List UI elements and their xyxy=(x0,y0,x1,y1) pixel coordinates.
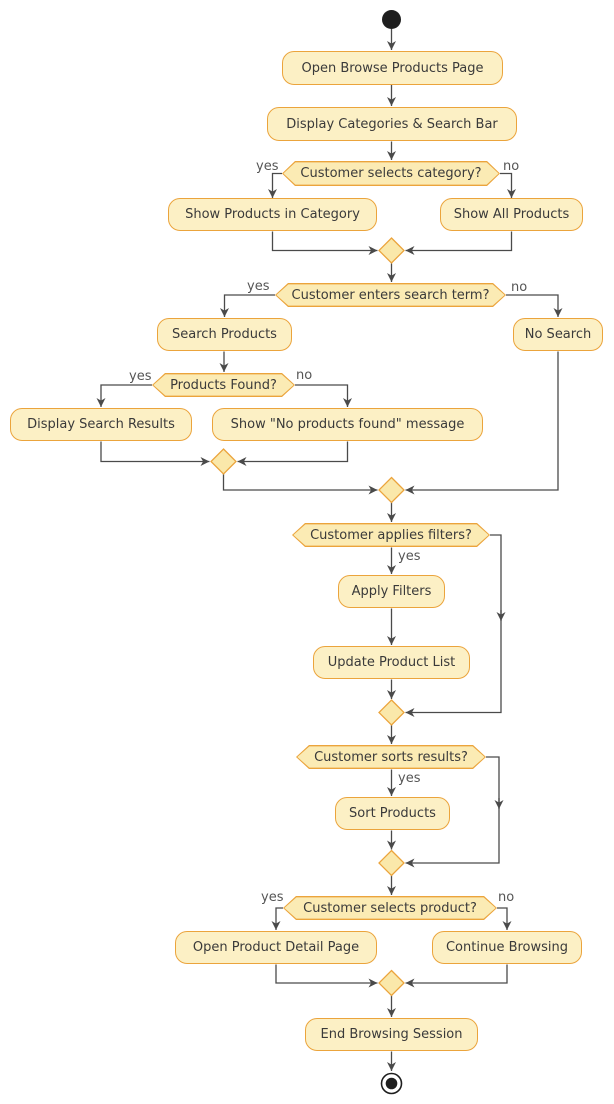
action-update-product-list: Update Product List xyxy=(313,646,470,679)
edge-category-yes xyxy=(268,172,282,198)
edge-nomessage-to-merge2 xyxy=(237,441,349,466)
action-show-products-in-category: Show Products in Category xyxy=(168,198,377,231)
decision-label: Products Found? xyxy=(170,377,277,393)
action-show-no-products-message: Show "No products found" message xyxy=(212,408,483,441)
decision-products-found: Products Found? xyxy=(152,373,295,397)
action-show-all-products: Show All Products xyxy=(440,198,583,231)
decision-label: Customer enters search term? xyxy=(291,287,490,303)
action-label: Display Search Results xyxy=(27,417,175,432)
decision-sorts-results: Customer sorts results? xyxy=(296,745,486,769)
merge-product-diamond xyxy=(378,969,405,997)
action-label: Search Products xyxy=(172,327,277,342)
action-display-search-results: Display Search Results xyxy=(10,408,192,441)
edge-found-yes xyxy=(96,384,152,407)
decision-label: Customer applies filters? xyxy=(310,527,472,543)
action-search-products: Search Products xyxy=(157,318,292,351)
edge-continue-to-merge6 xyxy=(405,964,508,988)
merge-found-diamond xyxy=(210,448,237,475)
action-label: Open Browse Products Page xyxy=(301,60,484,76)
merge-sorts-diamond xyxy=(378,849,405,877)
action-end-browsing-session: End Browsing Session xyxy=(305,1018,478,1051)
action-display-categories: Display Categories & Search Bar xyxy=(267,107,517,141)
action-continue-browsing: Continue Browsing xyxy=(432,931,582,964)
action-apply-filters: Apply Filters xyxy=(338,575,445,608)
action-label: Sort Products xyxy=(349,806,436,821)
edge-nosearch-to-merge3 xyxy=(405,351,559,495)
merge-search-diamond xyxy=(378,476,405,504)
start-node xyxy=(382,10,401,29)
branch-label-found-yes: yes xyxy=(129,369,152,384)
edge-results-to-merge2 xyxy=(100,441,210,466)
branch-label-found-no: no xyxy=(296,368,313,383)
decision-label: Customer sorts results? xyxy=(314,749,468,765)
action-label: Update Product List xyxy=(327,655,456,670)
edge-found-no xyxy=(295,384,352,407)
edge-showall-to-merge1 xyxy=(405,231,513,255)
action-sort-products: Sort Products xyxy=(335,797,450,830)
merge-category-diamond xyxy=(378,237,405,264)
decision-label: Customer selects category? xyxy=(300,166,482,181)
branch-label-category-no: no xyxy=(503,159,520,174)
action-label: No Search xyxy=(524,327,592,342)
edge-search-yes xyxy=(220,294,275,317)
edge-merge2-to-merge3 xyxy=(222,474,378,495)
action-label: Display Categories & Search Bar xyxy=(286,116,498,132)
branch-label-category-yes: yes xyxy=(256,159,279,174)
action-label: Show "No products found" message xyxy=(230,417,465,432)
action-no-search: No Search xyxy=(513,318,603,351)
action-label: Apply Filters xyxy=(351,584,432,599)
edge-product-yes xyxy=(271,907,283,930)
decision-enters-search-term: Customer enters search term? xyxy=(275,283,506,307)
branch-label-product-yes: yes xyxy=(261,890,284,905)
edge-sorts-no-bypass xyxy=(405,756,500,868)
decision-selects-category: Customer selects category? xyxy=(282,161,500,186)
branch-label-product-no: no xyxy=(498,890,515,905)
edge-search-no xyxy=(506,294,563,317)
edge-detail-to-merge6 xyxy=(275,964,378,988)
action-label: Show All Products xyxy=(453,207,570,222)
action-label: Continue Browsing xyxy=(445,940,569,955)
action-label: End Browsing Session xyxy=(320,1027,463,1042)
decision-label: Customer selects product? xyxy=(303,900,477,916)
action-open-product-detail-page: Open Product Detail Page xyxy=(175,931,377,964)
action-label: Open Product Detail Page xyxy=(192,940,360,955)
branch-label-filters-yes: yes xyxy=(398,549,421,564)
decision-applies-filters: Customer applies filters? xyxy=(292,523,490,547)
edge-showcategory-to-merge1 xyxy=(271,231,378,255)
edge-product-no xyxy=(497,907,512,930)
decision-selects-product: Customer selects product? xyxy=(283,896,497,920)
end-node-core xyxy=(385,1077,398,1090)
branch-label-sorts-yes: yes xyxy=(398,771,421,786)
branch-label-search-yes: yes xyxy=(247,279,270,294)
branch-label-search-no: no xyxy=(511,280,528,295)
action-open-browse-page: Open Browse Products Page xyxy=(282,51,503,85)
merge-filters-diamond xyxy=(378,699,405,726)
edge-filters-no-bypass xyxy=(405,534,502,717)
edge-category-no xyxy=(500,172,516,198)
action-label: Show Products in Category xyxy=(185,207,360,222)
